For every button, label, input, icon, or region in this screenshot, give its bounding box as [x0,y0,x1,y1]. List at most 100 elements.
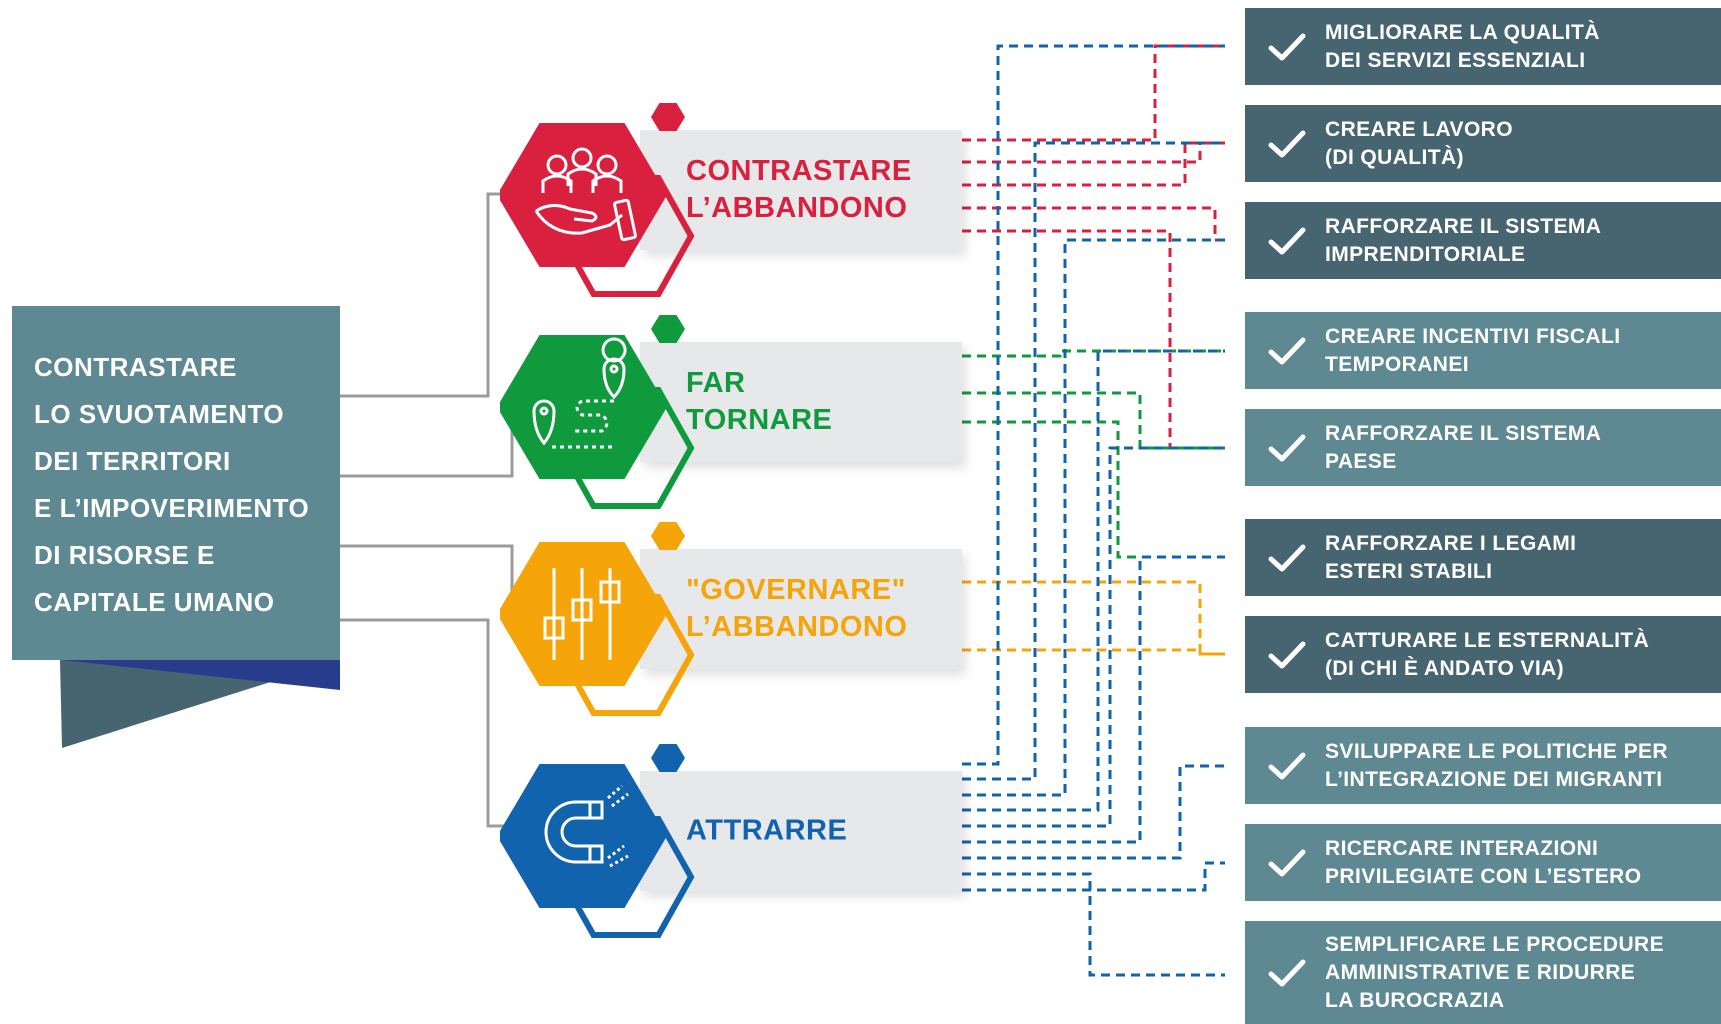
strategy-hexagon [500,535,695,716]
tree-connector [340,406,520,478]
check-icon [1267,128,1307,160]
hexagon-graphic [500,335,695,509]
hexagon-fill [500,335,667,479]
outcome-label: CATTURARE LE ESTERNALITÀ(DI CHI È ANDATO… [1325,627,1649,683]
outcome-box: CREARE INCENTIVI FISCALI TEMPORANEI [1245,312,1721,389]
hexagon-graphic [500,764,695,938]
check-icon [1267,432,1307,464]
dashed-connector [962,44,1225,766]
check-icon [1267,542,1307,574]
outcome-label-line: (DI CHI È ANDATO VIA) [1325,656,1565,680]
outcome-label-line: DEI SERVIZI ESSENZIALI [1325,48,1586,72]
check-icon [1267,639,1307,671]
outcome-box: CATTURARE LE ESTERNALITÀ(DI CHI È ANDATO… [1245,616,1721,693]
outcome-label: SVILUPPARE LE POLITICHE PER L’INTEGRAZION… [1325,738,1668,794]
dashed-connector [962,861,1225,892]
check-icon [1267,750,1307,782]
dashed-connector [962,446,1225,828]
outcome-box: RICERCARE INTERAZIONI PRIVILEGIATE CON L’… [1245,824,1721,901]
outcome-label-line: MIGLIORARE LA QUALITÀ [1325,20,1600,44]
outcome-label: SEMPLIFICARE LE PROCEDURE AMMINISTRATIVE … [1325,931,1664,1015]
dashed-connector [962,349,1225,358]
strategy-card: FAR TORNARE [640,342,962,462]
outcome-label: RICERCARE INTERAZIONI PRIVILEGIATE CON L’… [1325,835,1641,891]
dashed-connector [962,872,1225,977]
strategy-label-line: FAR [686,367,746,399]
strategy-hexagon [500,116,695,297]
outcome-label-line: CREARE INCENTIVI FISCALI [1325,324,1621,348]
dashed-connector [962,555,1225,844]
dashed-connector [962,229,1225,450]
strategy-dot [651,314,685,344]
strategy-label: ATTRARRE [686,813,847,850]
route-pin-icon [532,337,627,449]
check-icon [1267,957,1307,989]
outcome-label-line: TEMPORANEI [1325,352,1470,376]
strategy-card: "GOVERNARE" L’ABBANDONO [640,549,962,669]
strategy-label-line: CONTRASTARE [686,155,912,187]
main-goal-line: E L’IMPOVERIMENTO [34,493,310,523]
dashed-connector [962,141,1225,781]
magnet-icon [544,784,629,868]
outcome-label-line: AMMINISTRATIVE E RIDURRE [1325,960,1636,984]
strategy-dot [651,521,685,551]
outcome-label-line: LA BUROCRAZIA [1325,988,1505,1012]
dashed-connector [962,391,1225,450]
strategy-label: "GOVERNARE" L’ABBANDONO [686,572,907,646]
check-icon [1267,225,1307,257]
hexagon-graphic [500,542,695,716]
check-icon [1267,335,1307,367]
outcome-label-line: RAFFORZARE IL SISTEMA [1325,214,1602,238]
outcome-label: MIGLIORARE LA QUALITÀ DEI SERVIZI ESSENZI… [1325,19,1600,75]
outcome-box: RAFFORZARE I LEGAMI ESTERI STABILI [1245,519,1721,596]
outcome-label: CREARE LAVORO (DI QUALITÀ) [1325,116,1513,172]
banner-fold [62,660,340,690]
dashed-connector [962,349,1225,812]
strategy-label-line: TORNARE [686,404,833,436]
strategy-label-line: ATTRARRE [686,814,848,847]
outcome-label-line: RAFFORZARE IL SISTEMA [1325,421,1602,445]
outcome-label-line: PRIVILEGIATE CON L’ESTERO [1325,864,1642,888]
strategy-hexagon [500,328,695,509]
tree-connector [340,544,520,604]
outcome-label-line: SEMPLIFICARE LE PROCEDURE [1325,932,1665,956]
dashed-connector [962,420,1225,559]
main-goal-line: DEI TERRITORI [34,446,231,476]
check-icon [1267,31,1307,63]
outcome-label-line: SVILUPPARE LE POLITICHE PER [1325,739,1668,763]
dashed-connector [962,648,1225,656]
outcome-label-line: L’INTEGRAZIONE DEI MIGRANTI [1325,767,1663,791]
main-goal-line: CONTRASTARE [34,352,237,382]
dashed-connector [962,141,1225,164]
dashed-connector [962,44,1225,142]
strategy-label-line: "GOVERNARE" [686,574,906,606]
check-icon [1267,847,1307,879]
outcome-box: CREARE LAVORO (DI QUALITÀ) [1245,105,1721,182]
outcome-label-line: RAFFORZARE I LEGAMI [1325,531,1577,555]
main-goal-line: DI RISORSE E [34,540,215,570]
outcome-label-line: (DI QUALITÀ) [1325,145,1464,169]
outcome-label: CREARE INCENTIVI FISCALI TEMPORANEI [1325,323,1620,379]
outcome-label-line: RICERCARE INTERAZIONI [1325,836,1599,860]
outcome-box: SEMPLIFICARE LE PROCEDURE AMMINISTRATIVE … [1245,921,1721,1024]
outcome-label-line: CREARE LAVORO [1325,117,1513,141]
outcome-box: MIGLIORARE LA QUALITÀ DEI SERVIZI ESSENZI… [1245,8,1721,85]
hexagon-fill [500,123,667,267]
outcome-label-line: ESTERI STABILI [1325,559,1493,583]
hexagon-graphic [500,123,695,297]
outcome-label: RAFFORZARE I LEGAMI ESTERI STABILI [1325,530,1576,586]
hexagon-fill [500,764,667,908]
strategy-label: FAR TORNARE [686,365,832,439]
strategy-dot [651,743,685,773]
outcome-box: SVILUPPARE LE POLITICHE PER L’INTEGRAZION… [1245,727,1721,804]
main-goal-line: CAPITALE UMANO [34,587,275,617]
strategy-label-line: L’ABBANDONO [686,611,908,643]
tree-connector [340,618,520,828]
